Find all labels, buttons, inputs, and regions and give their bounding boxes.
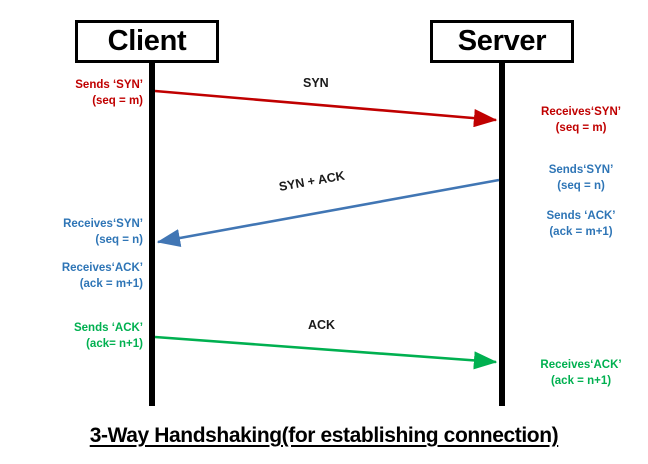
note-line-1: Receives‘ACK’ [61, 262, 143, 274]
server-node-label: Server [457, 25, 547, 57]
note-line-2: (seq = m) [555, 121, 607, 134]
note-line-2: (seq = m) [92, 94, 143, 107]
ack-arrow-label: ACK [308, 318, 336, 332]
syn-ack-arrow [156, 178, 500, 247]
syn-arrow-label: SYN [303, 76, 329, 90]
note-line-2: (ack = n+1) [550, 374, 612, 387]
note-client-sends-syn: Sends ‘SYN’ (seq = m) [8, 78, 143, 110]
note-line-1: Sends ‘ACK’ [73, 322, 143, 334]
note-line-1: Receives‘SYN’ [541, 106, 621, 118]
note-line-2: (ack = m+1) [79, 277, 143, 290]
note-line-1: Sends ‘SYN’ [75, 79, 143, 91]
note-client-sends-ack: Sends ‘ACK’ (ack= n+1) [8, 321, 143, 353]
client-node-box: Client [75, 20, 219, 63]
note-line-1: Sends ‘ACK’ [546, 210, 616, 222]
note-line-1: Receives‘SYN’ [63, 218, 143, 230]
note-line-2: (seq = n) [95, 233, 143, 246]
note-line-1: Receives‘ACK’ [540, 359, 622, 371]
note-line-2: (seq = n) [557, 179, 605, 192]
server-node-box: Server [430, 20, 574, 63]
note-line-2: (ack = m+1) [549, 225, 613, 238]
ack-arrow [154, 335, 498, 370]
note-server-sends-ack: Sends ‘ACK’ (ack = m+1) [517, 209, 645, 241]
client-node-label: Client [107, 25, 187, 57]
note-client-receives-syn: Receives‘SYN’ (seq = n) [8, 217, 143, 249]
syn-arrow [154, 89, 498, 128]
note-server-sends-syn: Sends‘SYN’ (seq = n) [517, 163, 645, 195]
note-line-1: Sends‘SYN’ [548, 164, 614, 176]
note-line-2: (ack= n+1) [86, 337, 143, 350]
diagram-caption: 3-Way Handshaking(for establishing conne… [89, 424, 559, 447]
note-client-receives-ack: Receives‘ACK’ (ack = m+1) [8, 261, 143, 293]
note-server-receives-syn: Receives‘SYN’ (seq = m) [517, 105, 645, 137]
note-server-receives-ack: Receives‘ACK’ (ack = n+1) [517, 358, 645, 390]
